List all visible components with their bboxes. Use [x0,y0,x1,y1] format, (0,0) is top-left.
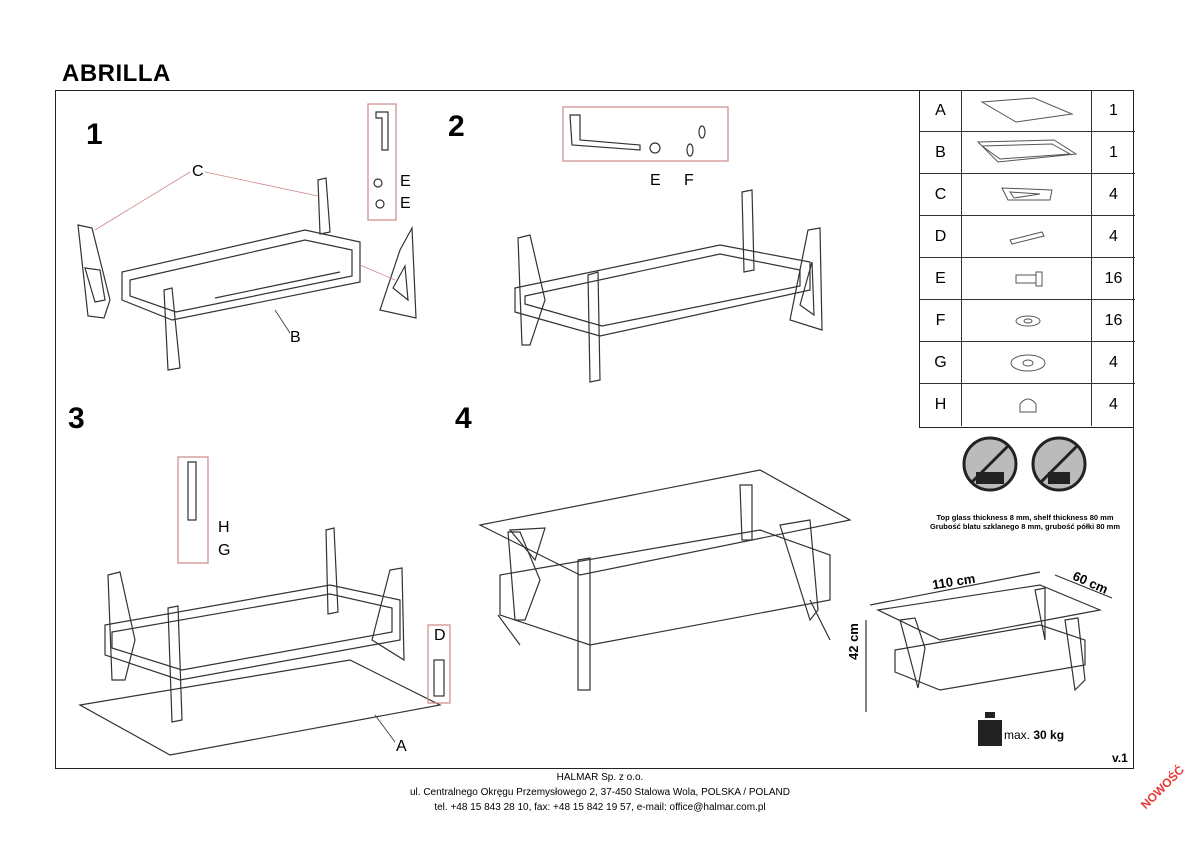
max-load-value: 30 kg [1033,728,1065,742]
screw-icon [1015,271,1043,287]
part-letter: D [920,216,962,258]
step2-label-e: E [650,172,661,189]
step3-drawing [78,456,451,756]
parts-row: D 4 [920,216,1135,258]
step2-drawing [514,106,823,383]
parts-row: E 16 [920,258,1135,300]
step-number-4: 4 [455,402,472,435]
footer-contact: tel. +48 15 843 28 10, fax: +48 15 842 1… [434,802,766,813]
part-qty: 16 [1091,300,1135,342]
part-letter: B [920,132,962,174]
step4-drawing [478,469,852,691]
part-letter: E [920,258,962,300]
part-qty: 4 [1091,342,1135,384]
step3-label-h: H [218,519,230,536]
parts-row: F 16 [920,300,1135,342]
shelf-frame-icon [976,139,1078,163]
glass-top-icon [980,97,1074,123]
step1-label-e1: E [400,173,411,190]
part-qty: 4 [1091,174,1135,216]
part-letter: G [920,342,962,384]
parts-row: B 1 [920,132,1135,174]
large-washer-icon [1010,354,1046,372]
max-load: max. 30 kg [1004,728,1064,742]
parts-list: A 1 B 1 C 4 D 4 E 16 F 16 G 4 H 4 [919,90,1135,428]
footer-company: HALMAR Sp. z o.o. [556,772,644,783]
step1-drawing [77,103,417,371]
part-letter: C [920,174,962,216]
version-label: v.1 [1112,751,1128,765]
washer-icon [1015,315,1041,327]
part-qty: 1 [1091,90,1135,132]
step1-label-c: C [192,163,204,180]
step-number-1: 1 [86,118,103,151]
dowel-icon [1009,231,1045,245]
weight-icon [978,712,1002,746]
parts-row: H 4 [920,384,1135,426]
glass-note-pl: Grubość blatu szklanego 8 mm, grubość pó… [929,522,1121,531]
step1-label-b: B [290,329,301,346]
dimension-height: 42 cm [846,623,861,660]
leg-icon [1001,187,1053,201]
parts-row: G 4 [920,342,1135,384]
step3-label-d: D [434,627,446,644]
step2-label-f: F [684,172,694,189]
step1-label-e2: E [400,195,411,212]
parts-row: C 4 [920,174,1135,216]
part-letter: H [920,384,962,426]
step-number-2: 2 [448,110,465,143]
dimension-drawing [865,571,1113,712]
no-standing-icons [962,436,1087,492]
part-letter: A [920,90,962,132]
step-number-3: 3 [68,402,85,435]
step3-label-g: G [218,542,231,559]
step3-label-a: A [396,738,407,755]
part-qty: 4 [1091,384,1135,426]
part-letter: F [920,300,962,342]
cap-nut-icon [1019,398,1037,413]
part-qty: 16 [1091,258,1135,300]
part-qty: 4 [1091,216,1135,258]
part-qty: 1 [1091,132,1135,174]
instruction-frame [55,90,1134,769]
page-title: ABRILLA [62,60,171,87]
parts-row: A 1 [920,90,1135,132]
max-load-prefix: max. [1004,728,1031,742]
footer-address: ul. Centralnego Okręgu Przemysłowego 2, … [409,787,790,798]
glass-note-en: Top glass thickness 8 mm, shelf thicknes… [936,513,1114,522]
